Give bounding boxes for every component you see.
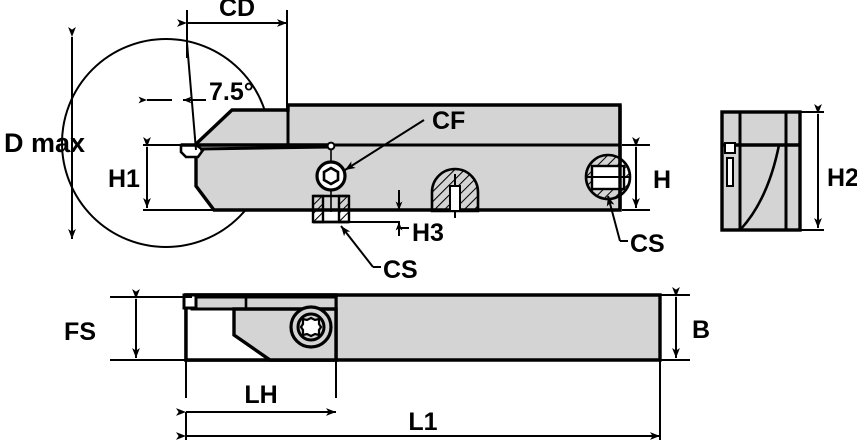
angle-label: 7.5° (209, 78, 254, 106)
dim-label-h3: H3 (412, 219, 444, 247)
coolant-exit-port (326, 141, 336, 151)
angle-ref-line (186, 42, 197, 151)
callout-label-cf: CF (432, 107, 465, 135)
dim-label-cd: CD (219, 0, 255, 22)
dim-lh: LH (176, 360, 337, 416)
dim-l1: L1 (176, 360, 661, 440)
cs-right-leader (606, 195, 621, 242)
dim-label-l1: L1 (408, 408, 437, 436)
dim-fs: FS (64, 289, 192, 361)
plan-insert-tip (182, 293, 198, 310)
dim-h: H (622, 137, 671, 211)
thread-right (337, 194, 351, 224)
end-view: H2 (720, 104, 857, 232)
end-view-curve (739, 144, 781, 231)
angle-callout: 7.5° (138, 42, 254, 151)
dim-h2: H2 (800, 104, 857, 231)
dim-label-h: H (653, 166, 671, 194)
clamp-screw-assembly (311, 150, 351, 224)
blade-rake-line (199, 145, 331, 151)
dim-d-max: D max (4, 27, 85, 239)
dim-label-h2: H2 (827, 164, 857, 192)
callout-label-cs-lower: CS (383, 256, 418, 284)
dim-label-d-max: D max (4, 128, 85, 158)
callout-label-cs-right: CS (630, 230, 665, 258)
dim-cd: CD (177, 0, 288, 112)
thread-left (311, 194, 325, 224)
rear-coolant-hole (584, 105, 632, 210)
dim-label-b: B (692, 316, 710, 344)
hex-socket-icon (322, 166, 340, 186)
cs-lower-leader (340, 225, 374, 268)
dim-label-fs: FS (64, 318, 96, 346)
holder-body (194, 103, 622, 212)
torx-star-icon (299, 316, 323, 338)
dim-label-lh: LH (244, 381, 277, 409)
coolant-port-section (430, 167, 480, 218)
dim-b: B (660, 287, 710, 361)
dim-label-h1: H1 (108, 165, 140, 193)
coolant-port-bore (449, 185, 461, 212)
callout-cs-lower: CS (340, 225, 418, 284)
end-view-slot (726, 157, 734, 187)
side-view: CD D max H1 7.5° CF (4, 0, 671, 284)
plan-view: FS LH L1 B (64, 287, 710, 440)
callout-cs-right: CS (606, 195, 665, 258)
cf-leader (344, 119, 425, 171)
dim-h1: H1 (108, 137, 214, 211)
end-view-coolant-notch (724, 142, 736, 154)
torx-screw (289, 305, 333, 349)
dim-h3: H3 (349, 190, 444, 247)
callout-cf: CF (344, 107, 465, 171)
